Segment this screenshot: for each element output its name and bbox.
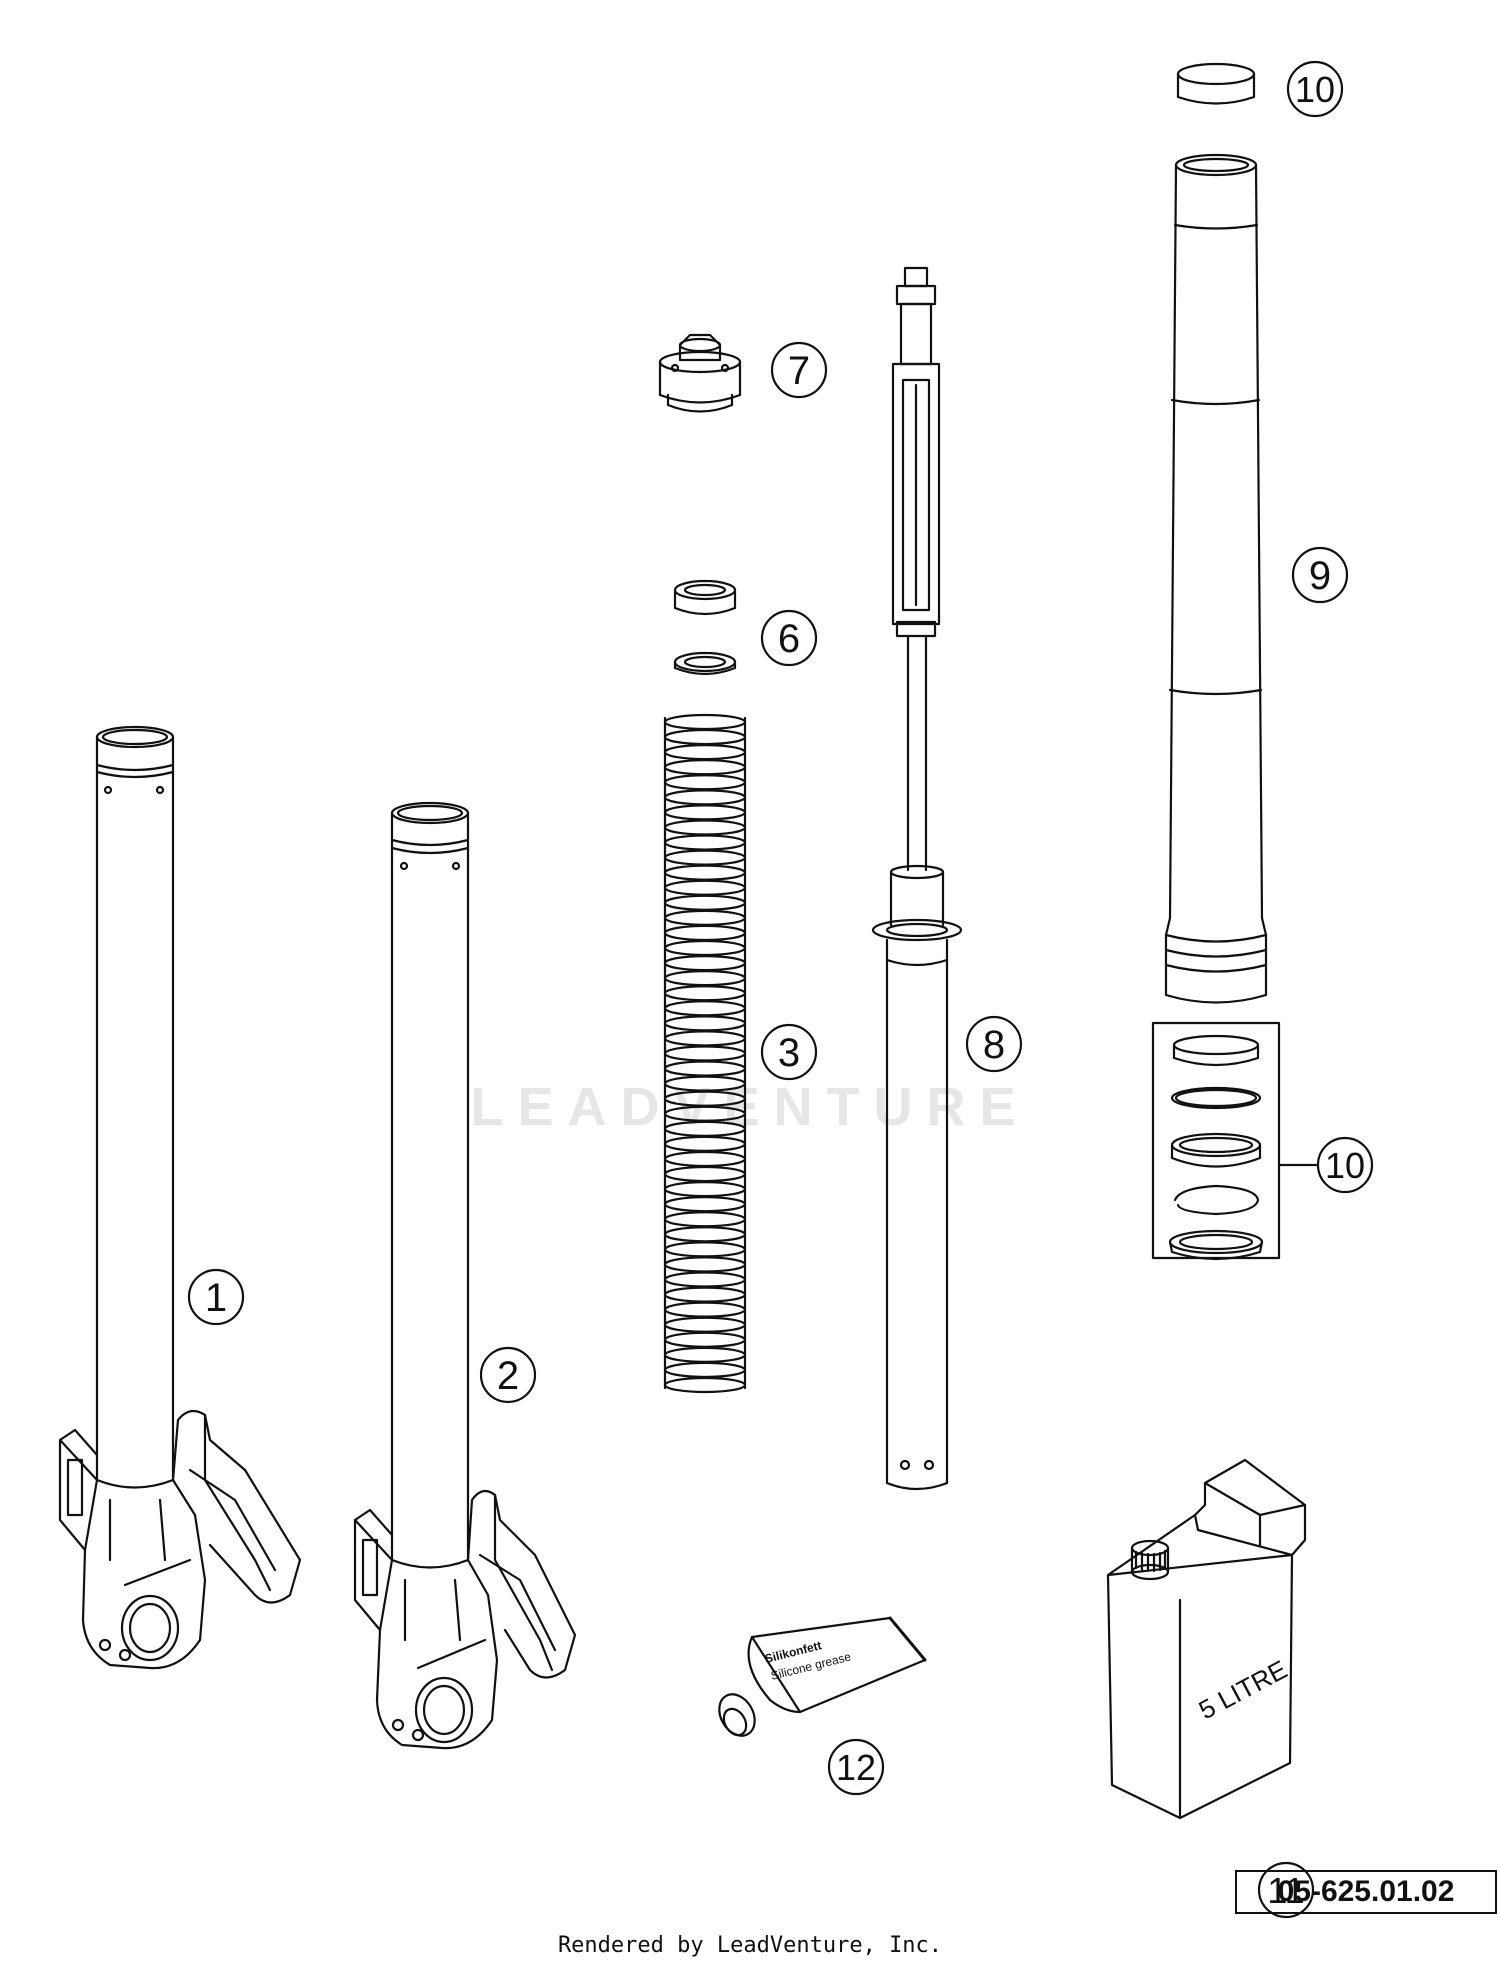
- damper-cartridge: [871, 266, 963, 1491]
- spring-coil: [663, 1286, 747, 1303]
- spring-coil: [663, 834, 747, 851]
- callout-2: 2: [479, 1346, 537, 1404]
- svg-text:10: 10: [1325, 1145, 1365, 1186]
- spring-coil: [663, 1241, 747, 1258]
- spring-coil: [663, 774, 747, 791]
- spring-coil: [663, 849, 747, 866]
- callout-10-kit: 10: [1316, 1136, 1374, 1194]
- spring-coil: [663, 759, 747, 776]
- spring-coil: [663, 954, 747, 972]
- spring-coil: [663, 1196, 747, 1213]
- spring-coil: [663, 1045, 747, 1062]
- spring-coil: [663, 1211, 747, 1228]
- spring-coil: [663, 1256, 747, 1273]
- seal-kit: [1151, 1021, 1320, 1261]
- spring-coil: [663, 924, 747, 942]
- svg-text:11: 11: [1267, 1870, 1304, 1911]
- callout-1: 1: [187, 1268, 245, 1326]
- outer-tube: [1164, 153, 1268, 1004]
- callout-9: 9: [1291, 546, 1349, 604]
- washers: [673, 579, 737, 676]
- spring-coil: [663, 1150, 747, 1168]
- spring-coil: [663, 1226, 747, 1243]
- spring-coil: [663, 1376, 747, 1394]
- spring-coil: [663, 1331, 747, 1348]
- spring-coil: [663, 804, 747, 821]
- svg-text:7: 7: [788, 349, 810, 393]
- callout-11: 11: [1257, 1861, 1315, 1919]
- grease-tube: Silikonfett Silicone grease: [718, 1616, 927, 1737]
- canister-label: 5 LITRE: [1194, 1654, 1292, 1725]
- spring-coil: [663, 1301, 747, 1318]
- spring-coil: [663, 1181, 747, 1198]
- callout-7: 7: [770, 341, 828, 399]
- spring-coil: [663, 1000, 747, 1017]
- callout-12: 12: [827, 1738, 885, 1796]
- spring-coil: [663, 1271, 747, 1288]
- spring-coil: [663, 713, 747, 731]
- spring-coil: [663, 1316, 747, 1333]
- fork-spring: [663, 713, 747, 1394]
- fork-leg-left: [58, 725, 302, 1670]
- watermark: LEADVENTURE: [470, 1077, 1029, 1137]
- svg-text:6: 6: [778, 617, 800, 661]
- spring-coil: [663, 894, 747, 911]
- oil-canister: 5 LITRE: [1106, 1458, 1307, 1820]
- callout-6: 6: [760, 609, 818, 667]
- spring-coil: [663, 985, 747, 1002]
- spring-coil: [663, 939, 747, 957]
- svg-text:8: 8: [983, 1023, 1005, 1067]
- render-credit: Rendered by LeadVenture, Inc.: [557, 1933, 943, 1958]
- spring-coil: [663, 864, 747, 881]
- diagram-part-code: 05-625.01.02: [1235, 1870, 1497, 1914]
- spring-coil: [663, 1135, 747, 1153]
- svg-text:2: 2: [497, 1354, 519, 1398]
- spring-coil: [663, 1361, 747, 1379]
- spring-coil: [663, 744, 747, 761]
- spring-coil: [663, 1060, 747, 1077]
- spring-coil: [663, 789, 747, 806]
- spring-coil: [663, 879, 747, 896]
- spring-coil: [663, 1015, 747, 1032]
- callout-8: 8: [965, 1015, 1023, 1073]
- svg-text:3: 3: [778, 1031, 800, 1075]
- callout-3: 3: [760, 1023, 818, 1081]
- spring-coil: [663, 970, 747, 987]
- spring-coil: [663, 819, 747, 836]
- svg-text:9: 9: [1309, 554, 1331, 598]
- spring-coil: [663, 728, 747, 746]
- screw-cap: [658, 333, 742, 413]
- svg-text:10: 10: [1295, 69, 1335, 110]
- svg-text:1: 1: [205, 1276, 227, 1320]
- spring-coil: [663, 1165, 747, 1183]
- spring-coil: [663, 1030, 747, 1047]
- guide-bushing-top: [1176, 62, 1256, 105]
- fork-leg-right: [353, 801, 577, 1750]
- spring-coil: [663, 909, 747, 926]
- spring-coil: [663, 1346, 747, 1363]
- callout-10-top: 10: [1286, 60, 1344, 118]
- svg-text:12: 12: [836, 1747, 876, 1788]
